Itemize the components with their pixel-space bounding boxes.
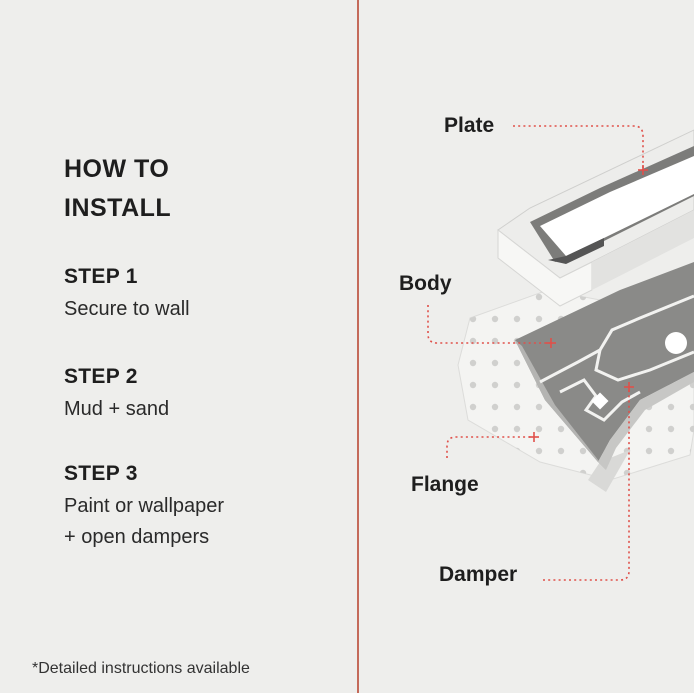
callout-lines (427, 125, 644, 581)
instructions-panel: HOW TO INSTALL STEP 1 Secure to wall STE… (32, 150, 344, 677)
damper-marker (624, 382, 634, 392)
step-3-description-line-1: Paint or wallpaper (64, 495, 225, 517)
vent-illustration (427, 125, 694, 581)
step-1-description: Secure to wall (64, 298, 190, 320)
flange-marker (529, 432, 539, 442)
callout-markers (529, 165, 648, 442)
footnote: *Detailed instructions available (32, 660, 250, 677)
damper-label: Damper (439, 563, 518, 586)
plate-marker (638, 165, 648, 175)
install-heading: HOW TO INSTALL (64, 150, 324, 228)
plate-label: Plate (444, 114, 495, 137)
heading-line-1: HOW TO (64, 155, 170, 183)
exploded-diagram: Plate Body Flange Damper (359, 0, 694, 693)
step-2-description: Mud + sand (64, 398, 170, 420)
body-marker (546, 338, 556, 348)
step-1-title: STEP 1 (64, 265, 138, 288)
step-1: STEP 1 Secure to wall (64, 263, 344, 325)
body-shape (515, 262, 694, 470)
step-2: STEP 2 Mud + sand (64, 363, 344, 425)
flange-label: Flange (411, 473, 479, 496)
plate-shape (497, 129, 694, 307)
step-3: STEP 3 Paint or wallpaper + open dampers (64, 460, 344, 553)
panel-divider (357, 0, 359, 693)
body-label: Body (399, 272, 452, 295)
step-3-title: STEP 3 (64, 462, 138, 485)
step-2-title: STEP 2 (64, 365, 138, 388)
body-callout-line (427, 305, 551, 344)
step-3-description-line-2: + open dampers (64, 526, 210, 548)
damper-callout-line (543, 387, 630, 581)
heading-line-2: INSTALL (64, 194, 172, 222)
flange-callout-line (446, 436, 534, 458)
plate-callout-line (513, 125, 644, 170)
